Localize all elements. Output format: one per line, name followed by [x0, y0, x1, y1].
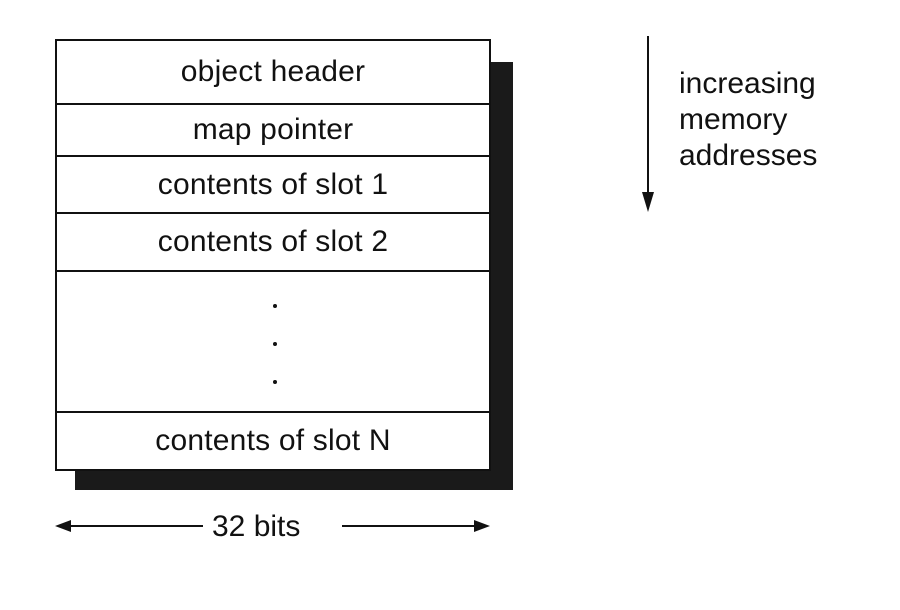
- separator-line: [55, 155, 491, 157]
- width-left-arrow-icon: [55, 520, 203, 532]
- width-right-arrow-icon: [342, 520, 490, 532]
- slot-n-label: contents of slot N: [155, 424, 391, 457]
- slot-object-header: object header: [55, 40, 491, 104]
- slot-1: contents of slot 1: [55, 156, 491, 213]
- separator-line: [55, 270, 491, 272]
- ellipsis-dot: [273, 342, 277, 346]
- direction-label: increasing memory addresses: [679, 66, 817, 174]
- slot-n: contents of slot N: [55, 412, 491, 470]
- block-bottom-border: [55, 469, 491, 471]
- direction-label-line-2: memory: [679, 103, 788, 136]
- block-top-border: [55, 39, 491, 41]
- down-arrow-icon: [642, 36, 654, 212]
- slot-object-header-label: object header: [180, 55, 366, 88]
- slot-2: contents of slot 2: [55, 213, 491, 271]
- separator-line: [55, 411, 491, 413]
- slot-2-label: contents of slot 2: [157, 225, 389, 258]
- block-shadow-right: [491, 62, 513, 490]
- width-label: 32 bits: [212, 510, 301, 543]
- block-shadow-bottom: [75, 470, 513, 490]
- slot-1-label: contents of slot 1: [157, 167, 389, 201]
- ellipsis-dot: [273, 304, 277, 308]
- slot-map-pointer-label: map pointer: [192, 113, 354, 146]
- direction-label-line-1: increasing: [679, 67, 816, 100]
- slot-ellipsis: [55, 271, 491, 412]
- direction-label-line-3: addresses: [679, 139, 818, 172]
- separator-line: [55, 212, 491, 214]
- ellipsis-dot: [273, 380, 277, 384]
- separator-line: [55, 103, 491, 105]
- slot-map-pointer: map pointer: [55, 104, 491, 156]
